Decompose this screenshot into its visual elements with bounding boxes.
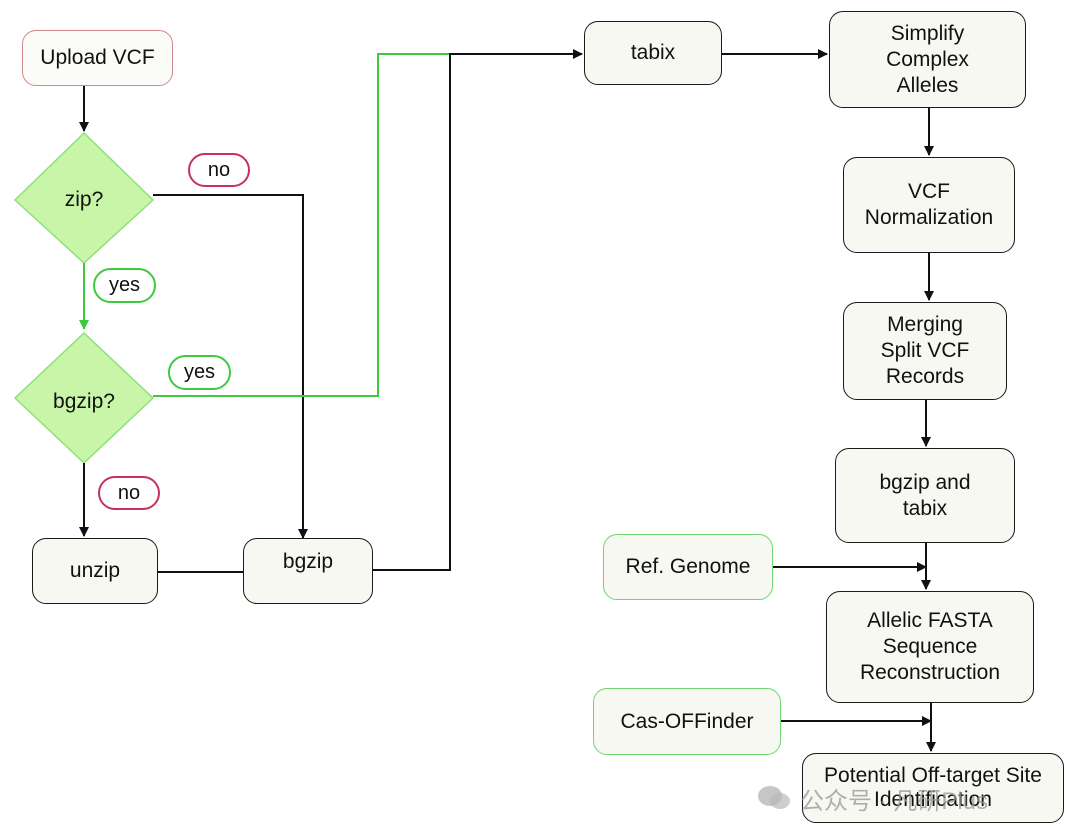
upload-vcf-node: Upload VCF [22,30,173,86]
bgzip-and-tabix-node: bgzip and tabix [835,448,1015,543]
cas-offinder-node: Cas-OFFinder [593,688,781,755]
allelic-fasta-reconstruction-node: Allelic FASTA Sequence Reconstruction [826,591,1034,703]
wechat-icon [758,786,790,809]
edge-bgzip-yes-to-tabix [153,53,450,397]
edge-bgzip-to-tabix [373,49,583,571]
watermark-text: 公众号 · 凡研Plus [800,787,989,815]
vcf-normalization-node: VCF Normalization [843,157,1015,253]
watermark: 公众号 · 凡研Plus [756,780,988,816]
bgzip-node: bgzip [243,538,373,604]
potential-off-target-site-node: Potential Off-target Site Identification [802,753,1064,823]
edge-zip-no-to-bgzip [153,194,308,539]
merging-split-vcf-records-node: Merging Split VCF Records [843,302,1007,400]
zip-decision-label: zip? [64,188,104,211]
ref-genome-node: Ref. Genome [603,534,773,600]
tabix-node: tabix [584,21,722,85]
simplify-complex-alleles-node: Simplify Complex Alleles [829,11,1026,108]
zip-no-label: no [188,153,250,187]
unzip-node: unzip [32,538,158,604]
zip-yes-label: yes [93,268,156,303]
bgzip-no-label: no [98,476,160,510]
bgzip-decision-label: bgzip? [53,390,115,413]
bgzip-yes-label: yes [168,355,231,390]
